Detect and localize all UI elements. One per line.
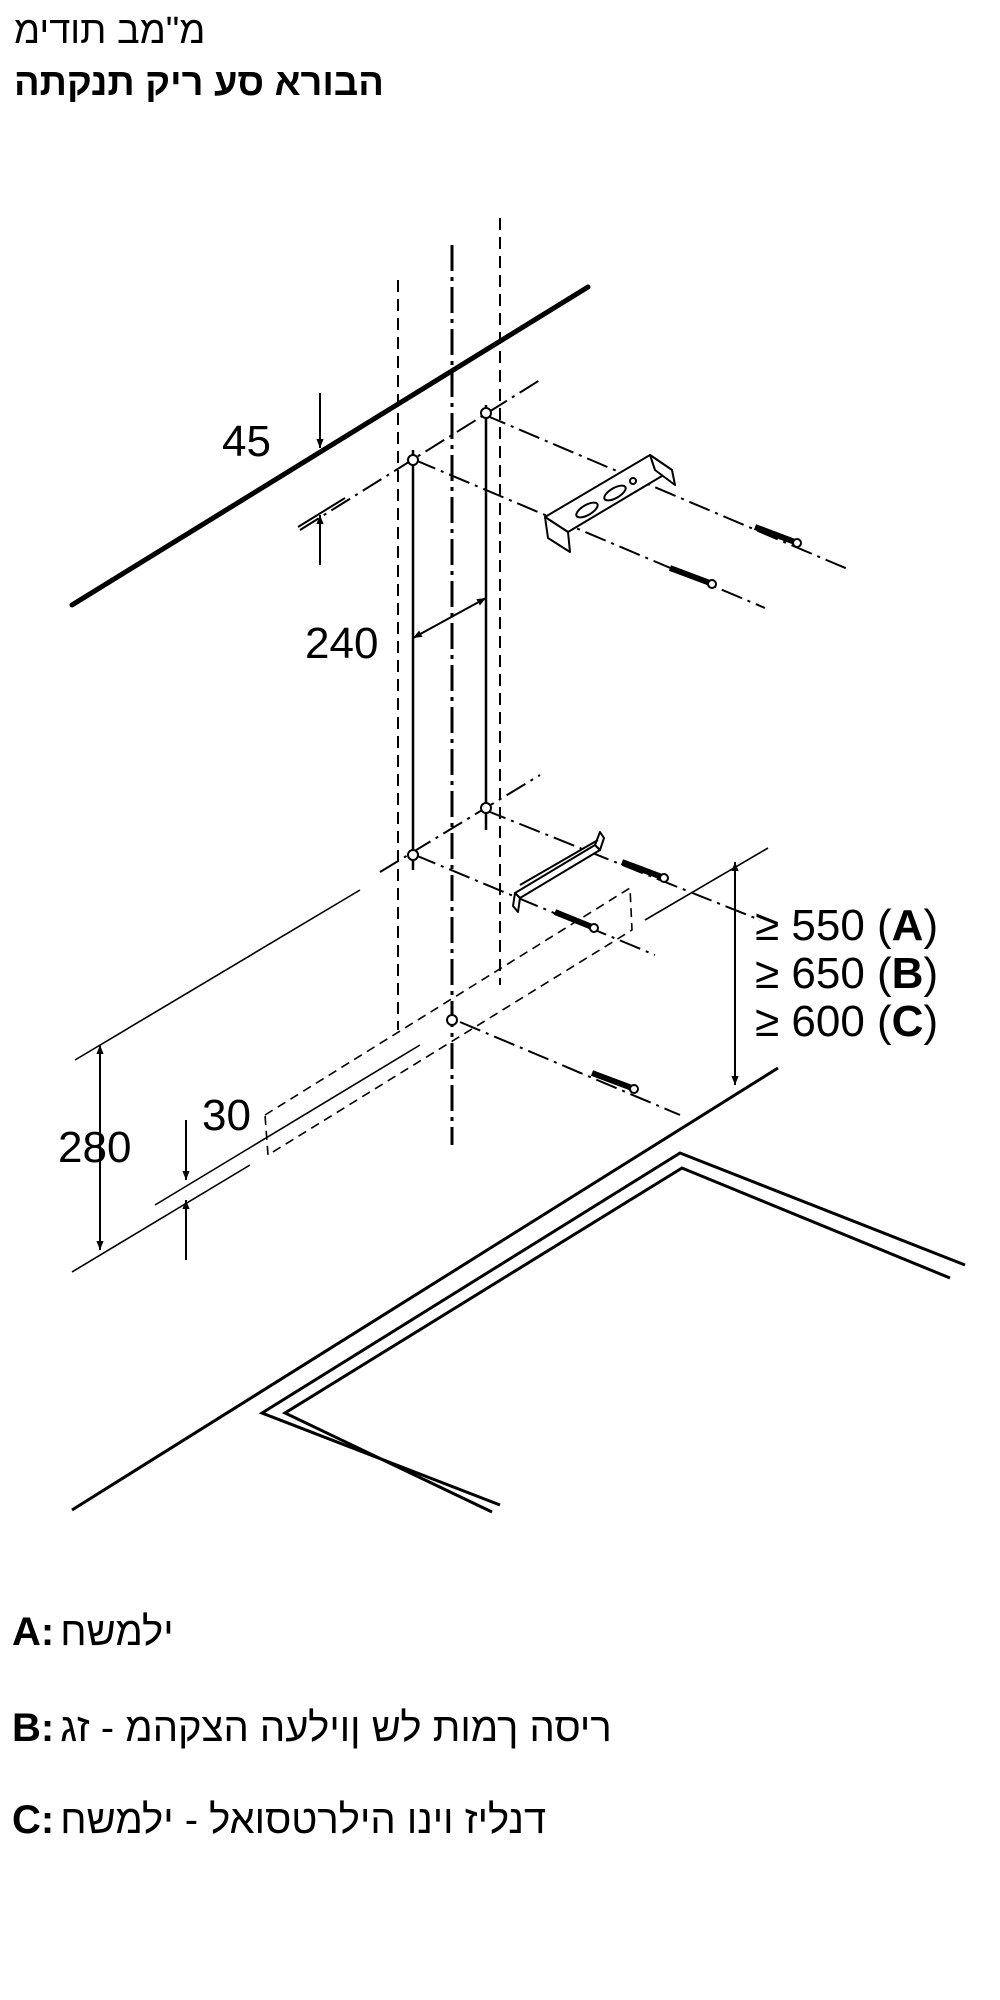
page-subtitle: הבורא סע ריק תנקתה xyxy=(14,62,384,104)
legend-key: B: xyxy=(12,1706,55,1750)
dimension-45-label: 45 xyxy=(222,417,271,466)
dimension-280-label: 280 xyxy=(58,1123,131,1172)
legend-key: C: xyxy=(12,1798,55,1842)
legend-item-c: C:דנליז וינו הילרטסואל - ילמשח xyxy=(12,1795,546,1845)
edge-lines xyxy=(71,847,769,1273)
legend-text: ילמשח xyxy=(60,1610,174,1654)
upper-screws-icon xyxy=(668,524,802,589)
legend-text: דנליז וינו הילרטסואל - ילמשח xyxy=(60,1798,547,1842)
upper-bracket-icon xyxy=(544,454,676,553)
clearance-label-b: ≥ 650 (B) xyxy=(755,949,938,998)
vertical-guides xyxy=(397,218,501,1145)
page-title: מ"מב תודימ xyxy=(14,10,206,52)
legend-item-b: B:ריסה ךמות לש ןוילעה הצקהמ - זג xyxy=(12,1703,612,1753)
lower-bracket-icon xyxy=(512,831,605,913)
dimension-30-label: 30 xyxy=(202,1091,251,1140)
clearance-label-a: ≥ 550 (A) xyxy=(755,901,938,950)
mounting-points xyxy=(407,407,492,1026)
hood-outline xyxy=(264,886,633,1157)
dimension-240-label: 240 xyxy=(305,619,378,668)
dimension-arrows xyxy=(96,393,739,1260)
legend-item-a: A:ילמשח xyxy=(12,1607,174,1657)
hob-outline xyxy=(71,1066,966,1514)
ceiling-line xyxy=(69,284,591,608)
clearance-label-c: ≥ 600 (C) xyxy=(755,997,938,1046)
legend-key: A: xyxy=(12,1610,55,1654)
lower-screws-icon xyxy=(553,859,669,1094)
legend-text: ריסה ךמות לש ןוילעה הצקהמ - זג xyxy=(60,1706,612,1750)
